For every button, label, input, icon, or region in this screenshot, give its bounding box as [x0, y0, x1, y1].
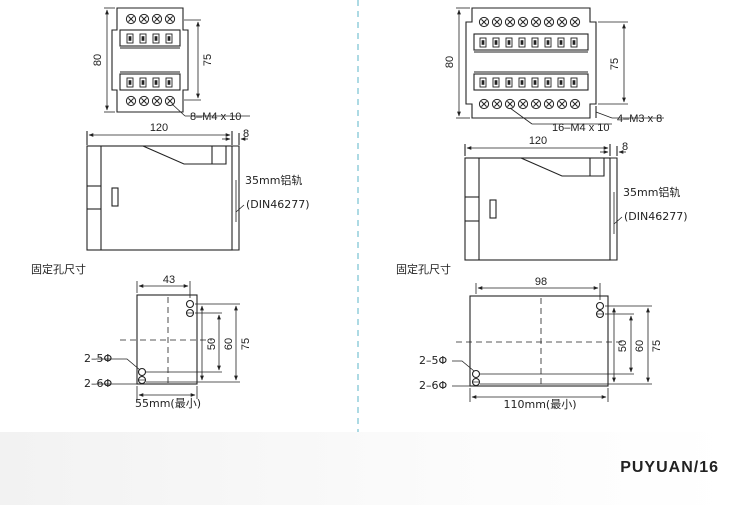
- left-side-view: [86, 131, 248, 251]
- right-mount-75: 75: [651, 340, 663, 352]
- brand-page-number: PUYUAN/16: [620, 459, 719, 476]
- left-mount-50: 50: [206, 338, 218, 350]
- left-min-width: 55mm(最小): [135, 397, 201, 410]
- right-min-width: 110mm(最小): [503, 398, 576, 411]
- left-height-80: 80: [92, 54, 104, 66]
- left-rail-label: 35mm铝轨: [245, 173, 302, 187]
- right-mount-50: 50: [617, 340, 629, 352]
- right-mount-plan: [452, 283, 652, 402]
- left-hole-5: 2–5Φ: [84, 352, 112, 365]
- right-mount-title: 固定孔尺寸: [396, 262, 451, 276]
- left-clamp-cells: [126, 33, 173, 88]
- right-height-80: 80: [444, 56, 456, 68]
- right-terminal-row-top: [478, 16, 581, 28]
- left-terminal-note: 8–M4 x 10: [190, 111, 241, 123]
- right-mount-60: 60: [634, 340, 646, 352]
- left-pitch-75: 75: [202, 54, 214, 66]
- left-rail-standard: (DIN46277): [246, 198, 310, 211]
- left-top-dimensions: [104, 7, 250, 117]
- left-mount-plan: [96, 281, 240, 399]
- left-terminal-row-top: [125, 13, 176, 25]
- right-terminal-row-bottom: [478, 98, 581, 110]
- right-top-dimensions: [456, 7, 664, 125]
- left-depth-8: 8: [243, 128, 249, 140]
- right-hole-6: 2–6Φ: [419, 379, 447, 392]
- right-depth-8: 8: [622, 141, 628, 153]
- left-mount-title: 固定孔尺寸: [31, 262, 86, 276]
- left-top-view: [111, 7, 189, 113]
- left-width-120: 120: [150, 122, 168, 134]
- left-mount-75: 75: [240, 338, 252, 350]
- right-top-view: [465, 7, 597, 119]
- footer-band: [0, 432, 731, 505]
- left-hole-6: 2–6Φ: [84, 377, 112, 390]
- right-mount-width-98: 98: [535, 276, 547, 288]
- right-side-view: [464, 144, 626, 261]
- right-pitch-75: 75: [609, 58, 621, 70]
- left-mount-60: 60: [223, 338, 235, 350]
- left-terminal-row-bottom: [125, 95, 176, 107]
- left-mount-width-43: 43: [163, 274, 175, 286]
- right-screw-note: 4–M3 x 8: [617, 113, 662, 125]
- right-hole-5: 2–5Φ: [419, 354, 447, 367]
- right-terminal-note: 16–M4 x 10: [552, 122, 609, 134]
- right-rail-label: 35mm铝轨: [623, 185, 680, 199]
- right-width-120: 120: [529, 135, 547, 147]
- right-clamp-cells: [479, 37, 578, 88]
- right-rail-standard: (DIN46277): [624, 210, 688, 223]
